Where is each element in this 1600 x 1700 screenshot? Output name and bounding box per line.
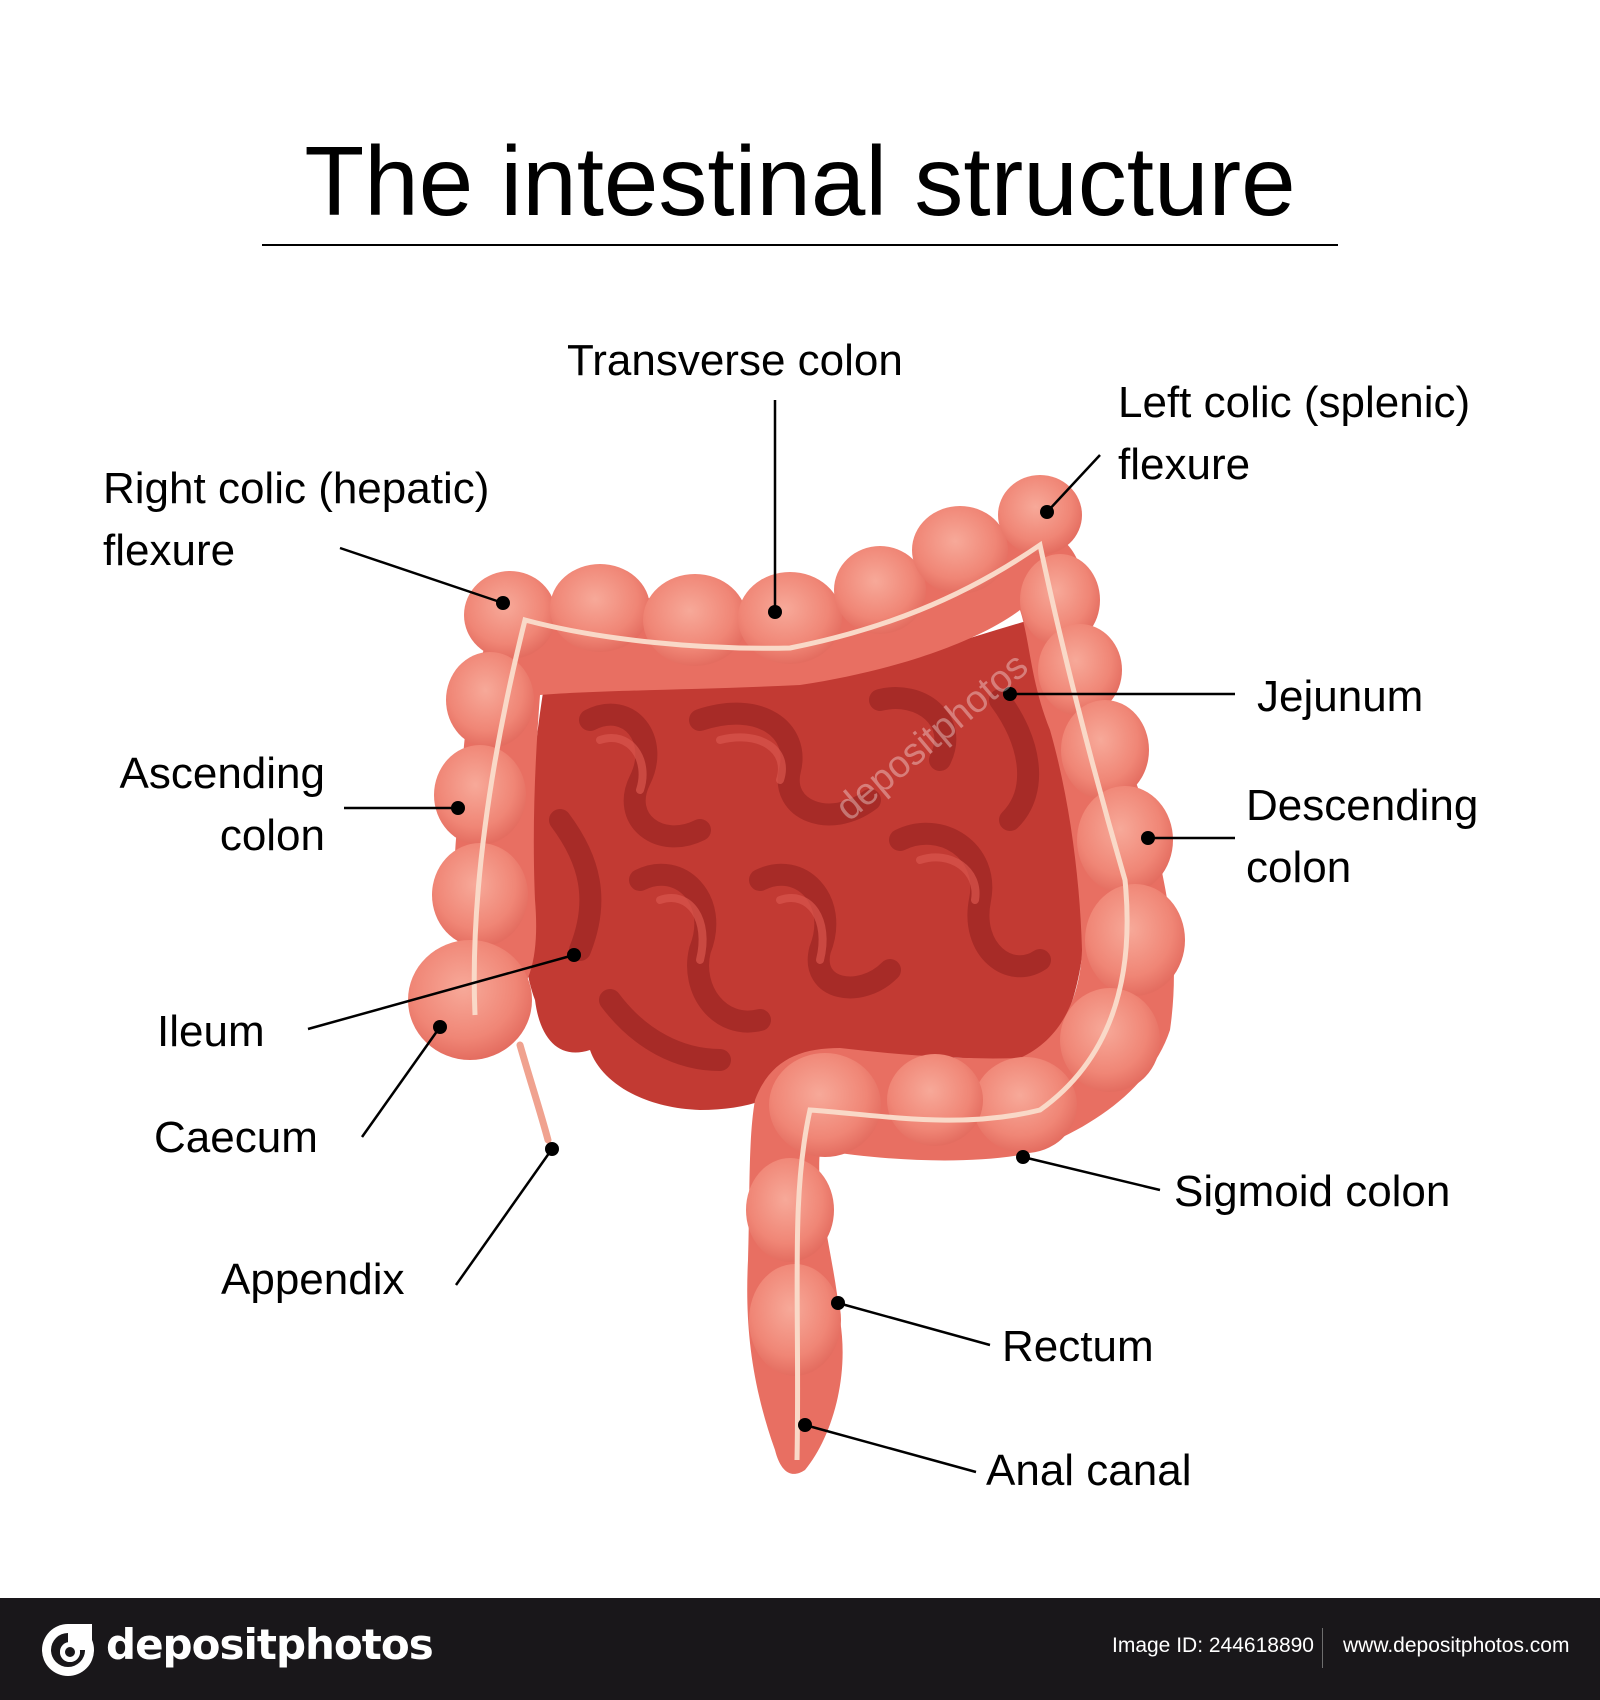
depositphotos-logo-icon (42, 1624, 94, 1676)
page-title: The intestinal structure (304, 126, 1296, 236)
intestine-diagram: depositphotos (307, 400, 1235, 1474)
label-left-colic-flexure: Left colic (splenic) flexure (1118, 378, 1471, 489)
label-descending-colon: Descending colon (1246, 781, 1479, 892)
label-caecum: Caecum (154, 1113, 318, 1162)
site-url[interactable]: www.depositphotos.com (1343, 1634, 1570, 1657)
leader-dots (433, 505, 1155, 1432)
leader-lines (307, 400, 1235, 1474)
label-sigmoid-colon: Sigmoid colon (1174, 1167, 1451, 1216)
small-intestine (522, 620, 1086, 1110)
label-ileum: Ileum (157, 1007, 265, 1056)
label-jejunum: Jejunum (1257, 672, 1424, 721)
footer-bar: depositphotos Image ID: 244618890 www.de… (0, 1598, 1600, 1700)
label-appendix: Appendix (221, 1255, 405, 1304)
depositphotos-logo-text: depositphotos (106, 1620, 434, 1669)
label-right-colic-flexure: Right colic (hepatic) flexure (103, 464, 490, 575)
image-id: Image ID: 244618890 (1112, 1634, 1314, 1657)
large-intestine (408, 475, 1185, 1474)
footer-divider (1322, 1628, 1323, 1668)
label-ascending-colon: Ascending colon (119, 749, 325, 860)
label-transverse-colon: Transverse colon (567, 336, 903, 385)
label-rectum: Rectum (1002, 1322, 1154, 1371)
title-underline (262, 244, 1338, 246)
label-anal-canal: Anal canal (986, 1446, 1192, 1495)
taenia-line (471, 540, 1130, 1461)
